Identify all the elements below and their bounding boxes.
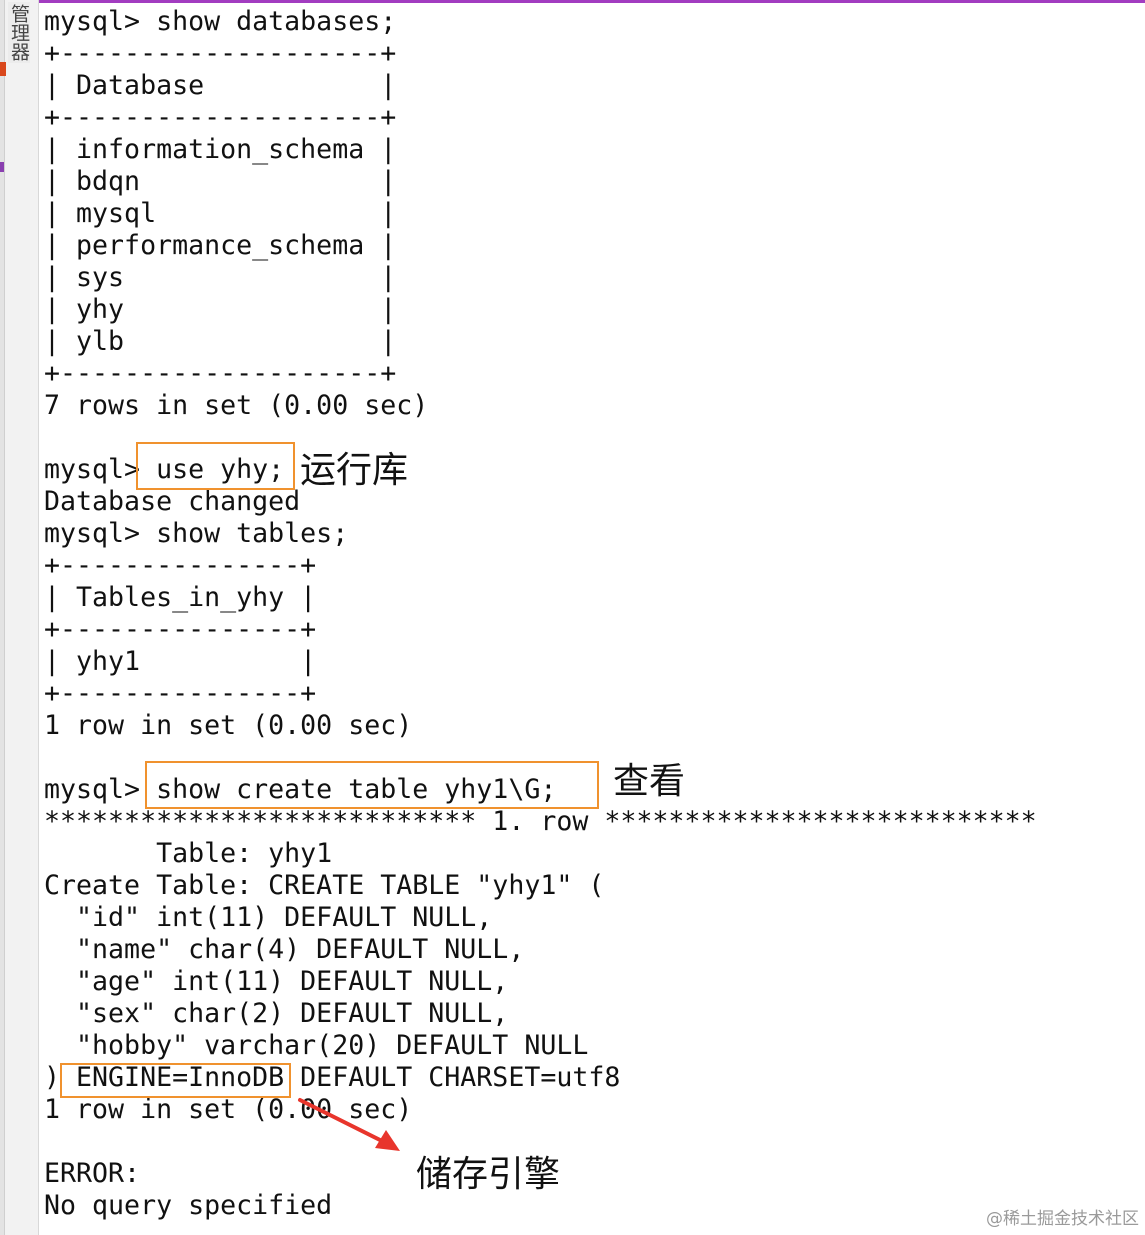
terminal-line: +--------------------+ (44, 38, 397, 69)
terminal-line: +--------------------+ (44, 358, 397, 389)
gutter-edge (0, 0, 5, 1235)
terminal-line: "id" int(11) DEFAULT NULL, (44, 902, 493, 933)
window-top-accent (38, 0, 1145, 3)
terminal-line: | performance_schema | (44, 230, 397, 261)
terminal-line: | sys | (44, 262, 397, 293)
terminal-line: | Tables_in_yhy | (44, 582, 317, 613)
annotation-run-database: 运行库 (300, 450, 409, 491)
annotation-storage-engine: 储存引擎 (416, 1154, 561, 1195)
terminal-line: mysql> show databases; (44, 6, 397, 37)
terminal-line: +---------------+ (44, 678, 317, 709)
terminal-line: | yhy1 | (44, 646, 317, 677)
background-window-gutter: 管理器 (0, 0, 39, 1235)
terminal-line: mysql> show tables; (44, 518, 349, 549)
terminal-line: "age" int(11) DEFAULT NULL, (44, 966, 509, 997)
terminal-line: | yhy | (44, 294, 397, 325)
gutter-marker (0, 62, 6, 76)
terminal-line: Database changed (44, 486, 301, 517)
background-window-label[interactable]: 管理器 (8, 2, 30, 63)
terminal-line: "hobby" varchar(20) DEFAULT NULL (44, 1030, 589, 1061)
terminal-line: 7 rows in set (0.00 sec) (44, 390, 429, 421)
terminal-line: | mysql | (44, 198, 397, 229)
terminal-line: ) ENGINE=InnoDB DEFAULT CHARSET=utf8 (44, 1062, 621, 1093)
terminal-line: *************************** 1. row *****… (44, 806, 1037, 837)
terminal-line: "name" char(4) DEFAULT NULL, (44, 934, 525, 965)
gutter-marker-secondary (0, 162, 4, 172)
terminal-output[interactable]: mysql> show databases;+-----------------… (44, 6, 1037, 1222)
terminal-line: 1 row in set (0.00 sec) (44, 1094, 413, 1125)
terminal-line: +---------------+ (44, 614, 317, 645)
terminal-line: | Database | (44, 70, 397, 101)
terminal-line: Create Table: CREATE TABLE "yhy1" ( (44, 870, 605, 901)
terminal-line: +--------------------+ (44, 102, 397, 133)
terminal-line: No query specified (44, 1190, 333, 1221)
terminal-line: | ylb | (44, 326, 397, 357)
watermark-text: @稀土掘金技术社区 (986, 1209, 1139, 1229)
terminal-line: | bdqn | (44, 166, 397, 197)
highlight-box-use-command (136, 442, 295, 490)
terminal-line: Table: yhy1 (44, 838, 333, 869)
terminal-line: 1 row in set (0.00 sec) (44, 710, 413, 741)
annotation-view: 查看 (613, 761, 686, 802)
highlight-box-engine (60, 1063, 291, 1098)
terminal-line: mysql> use yhy; (44, 454, 285, 485)
terminal-line: +---------------+ (44, 550, 317, 581)
terminal-line: | information_schema | (44, 134, 397, 165)
terminal-line: "sex" char(2) DEFAULT NULL, (44, 998, 509, 1029)
highlight-box-show-create-command (145, 761, 599, 809)
terminal-line: ERROR: (44, 1158, 141, 1189)
terminal-line: mysql> show create table yhy1\G; (44, 774, 557, 805)
